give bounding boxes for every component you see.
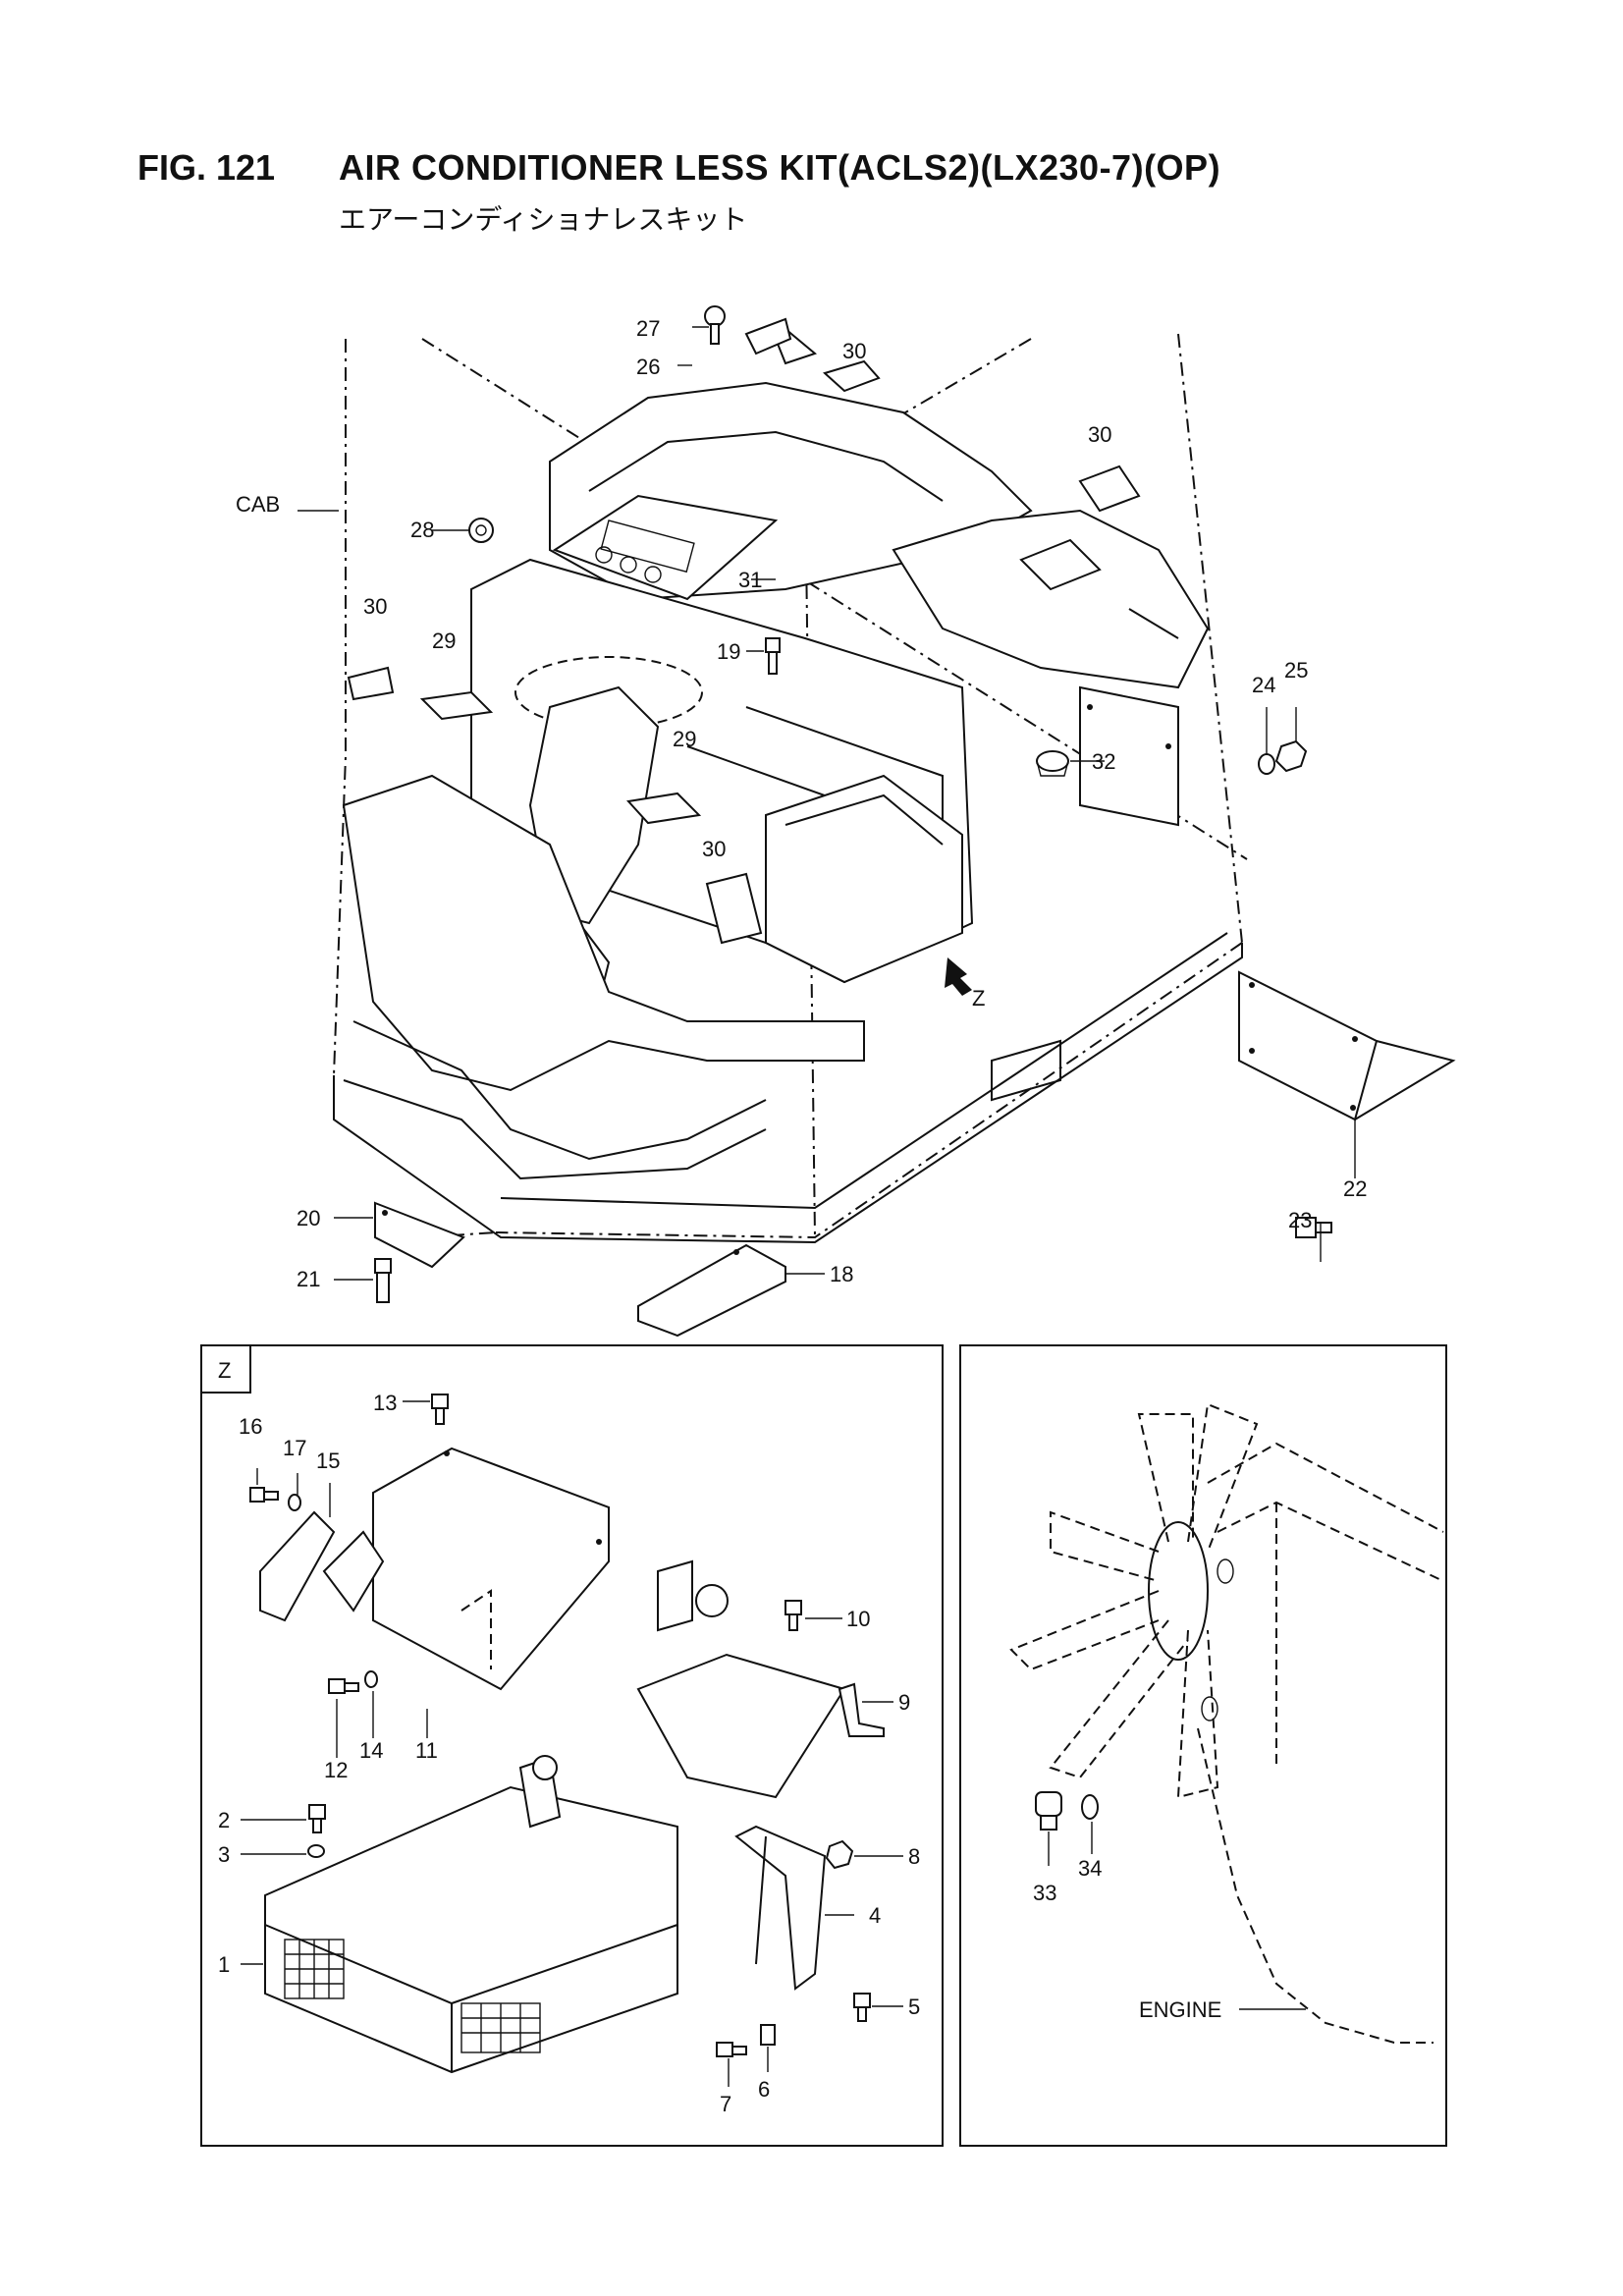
callout-8: 8 — [908, 1844, 920, 1869]
bolt-7-icon — [716, 2042, 747, 2057]
callout-27: 27 — [636, 316, 660, 341]
view-z-detail: Z — [200, 1344, 944, 2147]
bolt-21-icon — [374, 1258, 392, 1303]
bolt-12-icon — [328, 1678, 359, 1694]
bolt-5-icon — [853, 1993, 871, 2022]
bolt-2-icon — [308, 1804, 326, 1833]
figure-subtitle: エアーコンディショナレスキット — [339, 204, 748, 235]
callout-33: 33 — [1033, 1881, 1056, 1905]
callout-4: 4 — [869, 1903, 881, 1928]
figure-number: FIG. 121 — [137, 147, 276, 188]
callout-13: 13 — [373, 1391, 397, 1415]
view-z-arrow-icon — [945, 957, 972, 996]
callout-15: 15 — [316, 1449, 340, 1473]
callout-30a: 30 — [842, 339, 866, 363]
callout-24: 24 — [1252, 673, 1275, 697]
washer-3-icon — [307, 1844, 325, 1858]
callout-28: 28 — [410, 518, 434, 542]
callout-29b: 29 — [673, 727, 696, 751]
washer-14-icon — [364, 1670, 378, 1688]
callout-14: 14 — [359, 1738, 383, 1763]
callout-21: 21 — [297, 1267, 320, 1291]
cab-label: CAB — [236, 492, 280, 517]
bolt-27-icon — [704, 305, 726, 345]
callout-26: 26 — [636, 355, 660, 379]
cap-6-icon — [760, 2024, 776, 2046]
nut-28-icon — [468, 518, 494, 543]
bolt-19-icon — [765, 637, 781, 675]
callout-11: 11 — [415, 1738, 438, 1763]
washer-17-icon — [288, 1494, 301, 1511]
engine-detail: 33 34 ENGINE — [959, 1344, 1447, 2147]
view-z-label: Z — [972, 986, 985, 1011]
callout-34: 34 — [1078, 1856, 1102, 1881]
callout-31: 31 — [738, 568, 762, 592]
figure-title: AIR CONDITIONER LESS KIT(ACLS2)(LX230-7)… — [339, 147, 1221, 188]
bolt-23-icon — [1295, 1217, 1332, 1238]
nut-8-icon — [825, 1839, 854, 1870]
main-cab-view: 27 26 30 30 CAB 28 31 30 29 19 24 25 29 … — [236, 305, 1456, 1338]
callout-19: 19 — [717, 639, 740, 664]
callout-3: 3 — [218, 1842, 230, 1867]
callout-23: 23 — [1288, 1208, 1312, 1232]
callout-30b: 30 — [1088, 422, 1111, 447]
grill-right — [460, 2002, 541, 2053]
bolt-10-icon — [784, 1600, 802, 1631]
engine-label: ENGINE — [1139, 1997, 1221, 2022]
callout-25: 25 — [1284, 658, 1308, 683]
callout-18: 18 — [830, 1262, 853, 1286]
callout-1: 1 — [218, 1952, 230, 1977]
washer-24-icon — [1258, 753, 1275, 775]
bolt-13-icon — [431, 1394, 449, 1425]
callout-30d: 30 — [702, 837, 726, 861]
callout-32: 32 — [1092, 749, 1115, 774]
bolt-33-icon — [1035, 1791, 1062, 1831]
o-ring-34-icon — [1081, 1794, 1099, 1820]
callout-17: 17 — [283, 1436, 306, 1460]
callout-7: 7 — [720, 2092, 731, 2116]
callout-22: 22 — [1343, 1176, 1367, 1201]
view-z-box-label: Z — [218, 1358, 231, 1383]
callout-30c: 30 — [363, 594, 387, 619]
callout-6: 6 — [758, 2077, 770, 2102]
bolt-16-icon — [249, 1487, 279, 1503]
callout-16: 16 — [239, 1414, 262, 1439]
callout-9: 9 — [898, 1690, 910, 1715]
callout-10: 10 — [846, 1607, 870, 1631]
nut-25-icon — [1274, 739, 1308, 773]
callout-20: 20 — [297, 1206, 320, 1230]
callout-29a: 29 — [432, 629, 456, 653]
callout-2: 2 — [218, 1808, 230, 1832]
callout-5: 5 — [908, 1995, 920, 2019]
cap-32-icon — [1036, 750, 1069, 777]
grill-left — [284, 1939, 345, 1999]
callout-12: 12 — [324, 1758, 348, 1782]
